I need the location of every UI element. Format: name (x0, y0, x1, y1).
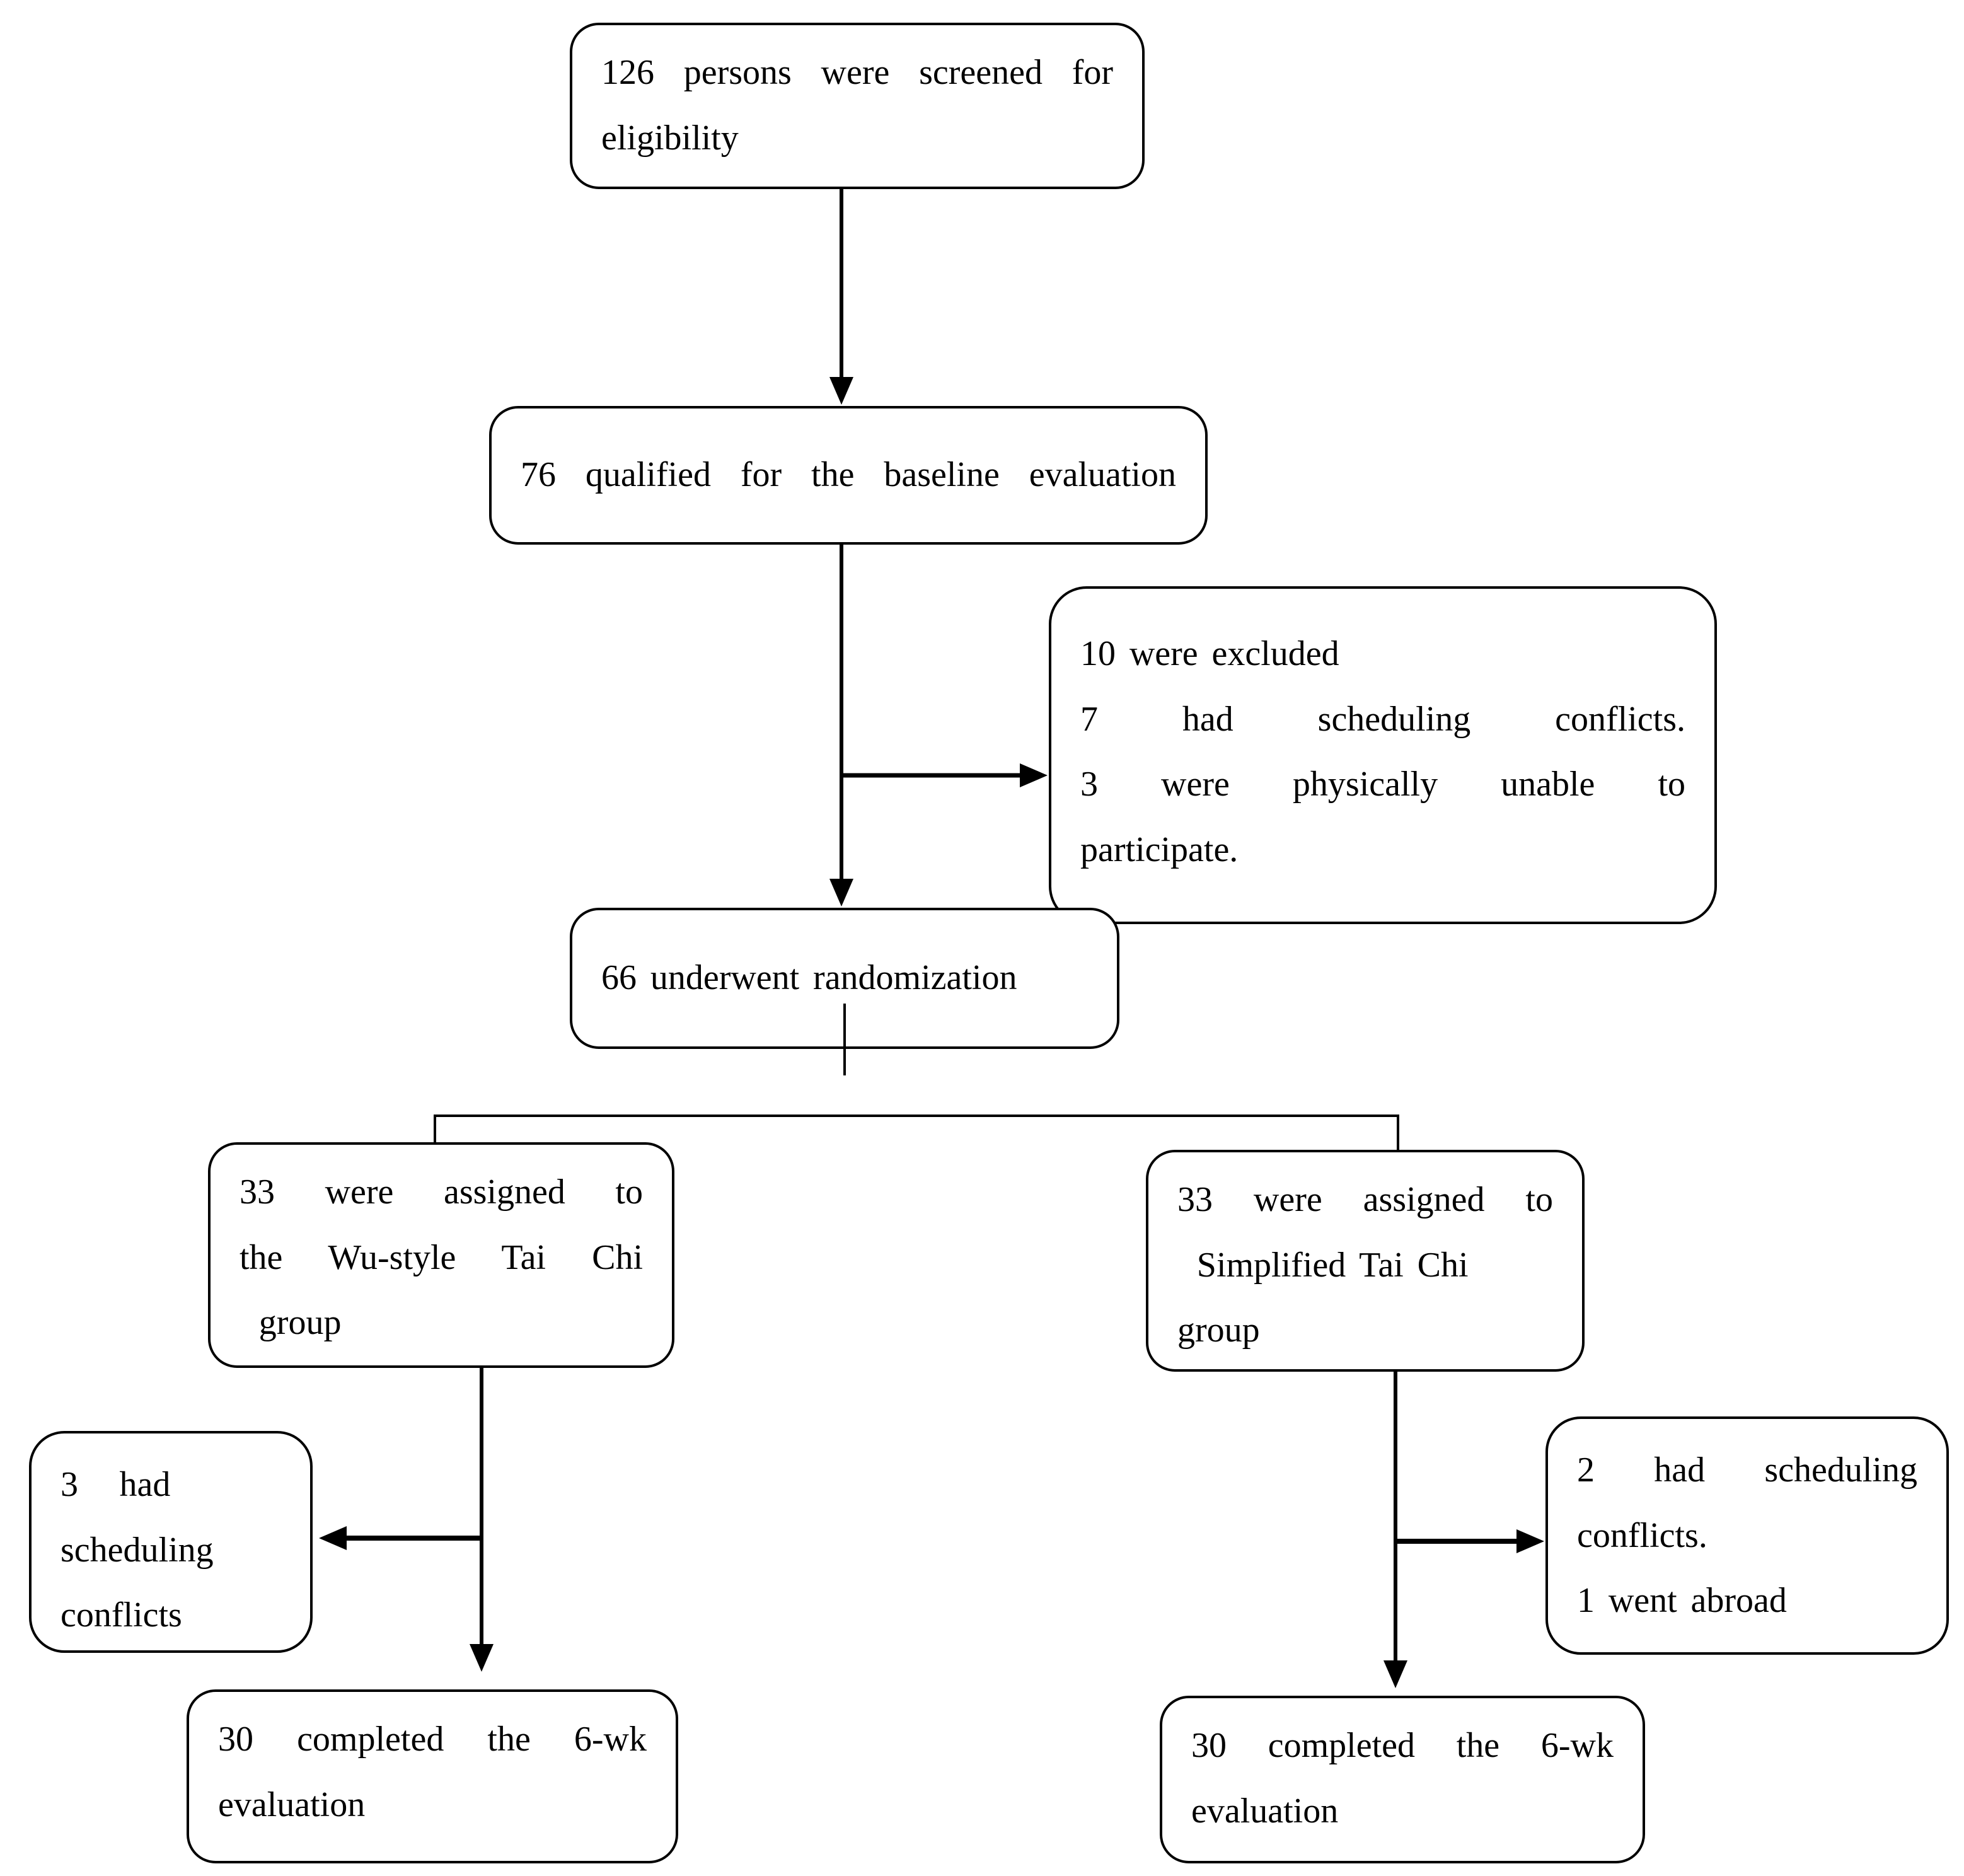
box-wu-dropout-line-1: 3 had (61, 1465, 171, 1504)
box-randomized-line-1: 66 underwent randomization (601, 958, 1017, 998)
box-simplified-completed-line-2: evaluation (1191, 1791, 1339, 1831)
box-wu-group-line-2: the Wu-style Tai Chi (240, 1237, 643, 1277)
box-screened-line-2: eligibility (601, 118, 739, 158)
box-excluded-line-4: participate. (1080, 830, 1239, 869)
box-simplified-dropout: 2 had scheduling conflicts. 1 went abroa… (1545, 1416, 1949, 1655)
arrow-screened-to-qualified (829, 189, 853, 405)
box-simplified-group-line-2: Simplified Tai Chi (1196, 1245, 1469, 1285)
box-simplified-completed: 30 completed the 6-wk evaluation (1160, 1696, 1645, 1863)
box-qualified: 76 qualified for the baseline evaluation (489, 406, 1208, 545)
box-screened-line-1: 126 persons were screened for (601, 53, 1113, 92)
box-simplified-group-line-1: 33 were assigned to (1177, 1180, 1553, 1219)
box-screened: 126 persons were screened for eligibilit… (570, 23, 1145, 189)
arrow-wu-to-dropout (319, 1526, 482, 1550)
box-wu-group-line-1: 33 were assigned to (240, 1172, 643, 1212)
arrow-qualified-to-randomized (829, 545, 853, 906)
box-simplified-dropout-line-3: 1 went abroad (1577, 1581, 1787, 1621)
box-simplified-group: 33 were assigned to Simplified Tai Chi g… (1146, 1150, 1585, 1372)
box-simplified-dropout-line-2: conflicts. (1577, 1515, 1707, 1555)
box-simplified-dropout-line-1: 2 had scheduling (1577, 1450, 1917, 1490)
arrow-wu-to-completed (470, 1367, 494, 1672)
arrow-simplified-to-completed (1383, 1372, 1407, 1688)
box-wu-group-line-3: group (258, 1303, 342, 1343)
box-wu-completed: 30 completed the 6-wk evaluation (187, 1689, 678, 1863)
box-simplified-group-line-3: group (1177, 1311, 1260, 1350)
box-wu-completed-line-1: 30 completed the 6-wk (218, 1720, 647, 1759)
arrow-simplified-to-dropout (1395, 1529, 1544, 1553)
box-wu-completed-line-2: evaluation (218, 1785, 366, 1824)
box-excluded-line-1: 10 were excluded (1080, 634, 1339, 673)
box-simplified-completed-line-1: 30 completed the 6-wk (1191, 1726, 1614, 1765)
box-wu-dropout: 3 had scheduling conflicts (29, 1431, 313, 1653)
box-wu-dropout-line-2: scheduling (61, 1530, 214, 1570)
box-excluded: 10 were excluded 7 had scheduling confli… (1049, 586, 1717, 924)
box-wu-group: 33 were assigned to the Wu-style Tai Chi… (208, 1142, 674, 1368)
box-randomized: 66 underwent randomization (570, 908, 1119, 1049)
box-wu-dropout-line-3: conflicts (61, 1595, 182, 1635)
box-qualified-line-1: 76 qualified for the baseline evaluation (521, 455, 1176, 495)
box-excluded-line-3: 3 were physically unable to (1080, 765, 1685, 804)
box-excluded-line-2: 7 had scheduling conflicts. (1080, 699, 1685, 739)
arrow-to-excluded (841, 763, 1048, 787)
